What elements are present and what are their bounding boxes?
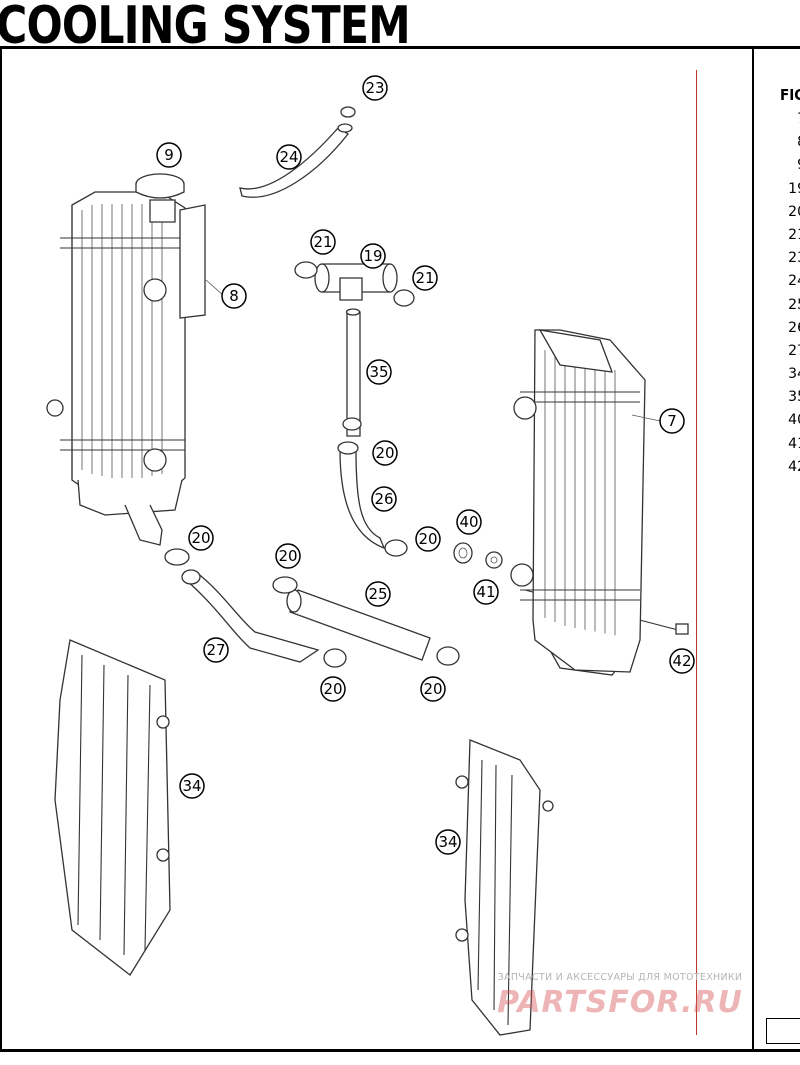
svg-text:41: 41	[476, 583, 495, 601]
right-radiator-shroud[interactable]	[455, 739, 554, 1036]
parts-list-item[interactable]: 35	[788, 389, 800, 406]
svg-text:21: 21	[313, 233, 332, 251]
svg-text:25: 25	[368, 585, 387, 603]
parts-list-item[interactable]: 24	[788, 273, 800, 290]
callout-20[interactable]: 20	[320, 676, 346, 702]
left-radiator-shroud[interactable]	[54, 639, 171, 976]
panel-footer-box	[766, 1018, 800, 1044]
parts-list: 7 8 9 19 20 21 23 24 25 26 27 34 35 40 4…	[754, 108, 800, 479]
svg-text:20: 20	[278, 547, 297, 565]
exploded-parts-diagram: 23 24 9 21 19 21 8 35 7 20 26 20 40 20 2…	[46, 75, 695, 1036]
crossover-hose[interactable]	[286, 589, 431, 661]
parts-list-item[interactable]: 19	[788, 180, 800, 197]
callout-20[interactable]: 20	[420, 676, 446, 702]
parts-list-header: FIG	[780, 86, 800, 104]
parts-list-item[interactable]: 9	[754, 154, 800, 177]
washer[interactable]	[485, 551, 503, 569]
hose-clamp[interactable]	[393, 289, 415, 307]
svg-text:20: 20	[375, 444, 394, 462]
parts-list-item[interactable]: 8	[754, 131, 800, 154]
rubber-grommet[interactable]	[453, 542, 473, 564]
svg-text:23: 23	[365, 79, 384, 97]
svg-text:7: 7	[667, 412, 677, 430]
svg-text:34: 34	[182, 777, 201, 795]
connecting-pipe[interactable]	[345, 308, 361, 437]
small-clamp[interactable]	[337, 106, 356, 133]
callout-8[interactable]: 8	[221, 283, 247, 309]
vent-hose[interactable]	[239, 127, 349, 198]
svg-text:27: 27	[206, 641, 225, 659]
callout-20[interactable]: 20	[372, 440, 398, 466]
svg-text:35: 35	[369, 363, 388, 381]
sticker-label	[179, 204, 206, 319]
parts-list-item[interactable]: 42	[788, 458, 800, 475]
callout-42[interactable]: 42	[669, 648, 695, 674]
parts-list-item[interactable]: 21	[788, 226, 800, 243]
leader-lines	[205, 279, 661, 422]
svg-text:42: 42	[672, 652, 691, 670]
callout-7[interactable]: 7	[659, 408, 685, 434]
svg-text:19: 19	[363, 247, 382, 265]
callout-19[interactable]: 19	[360, 243, 386, 269]
parts-list-item[interactable]: 27	[788, 342, 800, 359]
svg-text:9: 9	[164, 146, 174, 164]
red-margin-line	[696, 70, 697, 1035]
callout-9[interactable]: 9	[156, 142, 182, 168]
svg-text:21: 21	[415, 269, 434, 287]
title-rule	[0, 46, 800, 49]
callout-27[interactable]: 27	[203, 637, 229, 663]
left-radiator[interactable]	[46, 191, 186, 546]
callout-34[interactable]: 34	[435, 829, 461, 855]
hose-clamp[interactable]	[272, 576, 298, 594]
callout-21[interactable]: 21	[310, 229, 336, 255]
svg-text:34: 34	[438, 833, 457, 851]
callout-24[interactable]: 24	[276, 144, 302, 170]
svg-text:20: 20	[191, 529, 210, 547]
callout-20[interactable]: 20	[415, 526, 441, 552]
svg-text:20: 20	[418, 530, 437, 548]
parts-list-item[interactable]: 41	[788, 435, 800, 452]
hose-clamp[interactable]	[294, 261, 318, 279]
radiator-cap[interactable]	[135, 173, 185, 199]
right-radiator[interactable]	[510, 329, 646, 676]
parts-list-item[interactable]: 26	[788, 319, 800, 336]
callout-34[interactable]: 34	[179, 773, 205, 799]
lower-hose[interactable]	[181, 569, 320, 663]
callout-26[interactable]: 26	[371, 486, 397, 512]
hose-clamp[interactable]	[323, 648, 347, 668]
panel-divider	[752, 48, 754, 1051]
bottom-rule	[0, 1049, 800, 1052]
parts-list-item[interactable]: 40	[788, 412, 800, 429]
svg-text:20: 20	[423, 680, 442, 698]
callout-35[interactable]: 35	[366, 359, 392, 385]
hose-clamp[interactable]	[384, 539, 408, 557]
svg-text:20: 20	[323, 680, 342, 698]
parts-list-panel: FIG 7 8 9 19 20 21 23 24 25 26 27 34 35 …	[754, 48, 800, 1051]
t-connector[interactable]	[314, 263, 398, 301]
hose-clamp[interactable]	[436, 646, 460, 666]
callout-25[interactable]: 25	[365, 581, 391, 607]
parts-list-item[interactable]: 20	[788, 203, 800, 220]
svg-text:24: 24	[279, 148, 298, 166]
parts-list-item[interactable]: 23	[788, 250, 800, 267]
callout-23[interactable]: 23	[362, 75, 388, 101]
parts-list-item[interactable]: 7	[754, 108, 800, 131]
callout-21[interactable]: 21	[412, 265, 438, 291]
parts-list-item[interactable]: 34	[788, 366, 800, 383]
callout-40[interactable]: 40	[456, 509, 482, 535]
hose-clamp[interactable]	[164, 548, 190, 566]
elbow-hose[interactable]	[337, 417, 386, 550]
callout-20[interactable]: 20	[275, 543, 301, 569]
svg-text:26: 26	[374, 490, 393, 508]
callout-20[interactable]: 20	[188, 525, 214, 551]
svg-text:8: 8	[229, 287, 239, 305]
callout-41[interactable]: 41	[473, 579, 499, 605]
left-frame-line	[0, 48, 2, 1051]
parts-list-item[interactable]: 25	[788, 296, 800, 313]
svg-text:40: 40	[459, 513, 478, 531]
